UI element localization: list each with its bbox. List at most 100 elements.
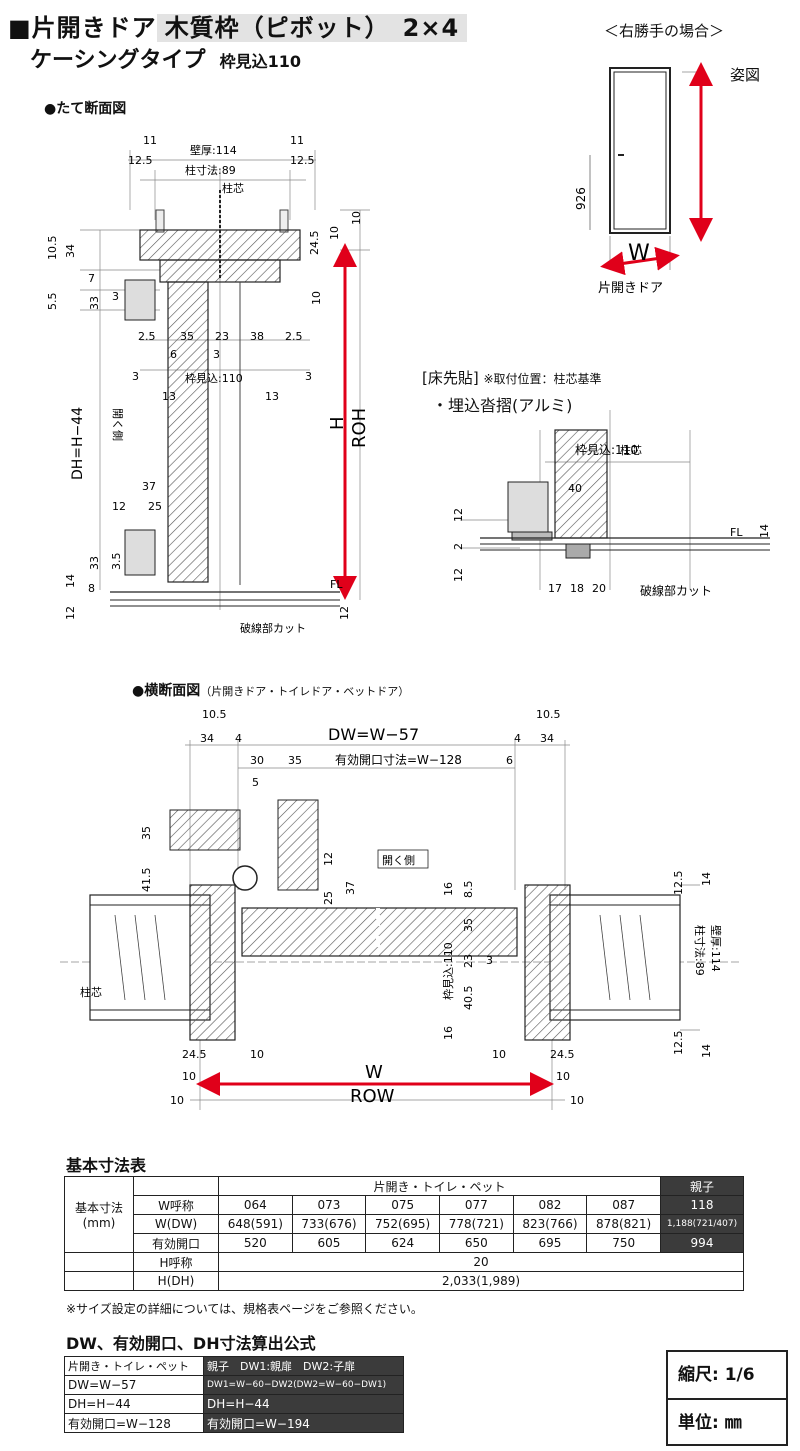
hs-dim: 8.5 — [462, 881, 475, 899]
vs-dim: 12.5 — [290, 154, 315, 167]
floor-fl: FL — [730, 526, 743, 539]
vs-dim: 24.5 — [308, 231, 321, 256]
hs-dim: 4 — [514, 732, 521, 745]
table-row: W呼称 064 073 075 077 082 087 118 — [65, 1195, 744, 1215]
vs-depth: 枠見込:110 — [185, 371, 243, 385]
title-frame: 木質枠（ピボット） 2×4 — [156, 14, 468, 42]
vs-dim: 13 — [265, 390, 279, 403]
spec-table-title: 基本寸法表 — [66, 1156, 147, 1175]
vs-dim: 38 — [250, 330, 264, 343]
vs-open-side: 開く側 — [111, 408, 124, 441]
figure-dim: 926 — [574, 187, 588, 210]
floor-dim: 12 — [452, 508, 465, 522]
vs-dim: 12 — [112, 500, 126, 513]
spec-parent: 親子 — [660, 1176, 744, 1196]
vs-dim: 3 — [305, 370, 312, 383]
vertical-section-title: ●たて断面図 — [44, 101, 127, 117]
hs-dim: 37 — [344, 881, 357, 895]
vs-dim: 2.5 — [285, 330, 303, 343]
vs-dim: 23 — [215, 330, 229, 343]
vs-dim: 13 — [162, 390, 176, 403]
vs-dim: 7 — [88, 272, 95, 285]
vs-dim: 12.5 — [128, 154, 153, 167]
vs-cut: 破線部カット — [240, 621, 306, 635]
title-prefix: ■片開きドア — [8, 14, 157, 42]
figure-caption: 片開きドア — [598, 281, 663, 296]
floor-detail-title: [床先貼] ※取付位置：柱芯基準 — [422, 367, 602, 388]
floor-center: 柱芯 — [620, 443, 642, 457]
vs-center: 柱芯 — [222, 181, 244, 195]
spec-table: 基本寸法(mm) 片開き・トイレ・ペット 親子 W呼称 064 073 075 … — [64, 1176, 744, 1291]
table-row: H呼称 20 — [64, 1252, 744, 1272]
vs-dim: 33 — [88, 556, 101, 570]
vs-dim: 25 — [148, 500, 162, 513]
subtitle-depth: 枠見込110 — [219, 52, 301, 71]
floor-dim: 18 — [570, 582, 584, 595]
floor-title: [床先貼] — [422, 369, 479, 387]
formula-title: DW、有効開口、DH寸法算出公式 — [66, 1334, 316, 1353]
floor-detail-drawing: 柱芯 枠見込:110 FL 破線部カット 40 12 2 12 14 17 18… — [452, 410, 771, 598]
hs-title: ●横断面図 — [132, 683, 201, 699]
hs-dim: 14 — [700, 1044, 713, 1058]
hs-dim: 5 — [252, 776, 259, 789]
table-row: H(DH) 2,033(1,989) — [64, 1271, 744, 1291]
page-title: ■片開きドア木質枠（ピボット） 2×4 — [8, 8, 468, 43]
hs-dim: 12 — [322, 852, 335, 866]
vs-dim: 3 — [132, 370, 139, 383]
hs-dim: 34 — [540, 732, 554, 745]
hs-dim: 10 — [570, 1094, 584, 1107]
floor-depth: 枠見込:110 — [575, 443, 638, 457]
figure-label: 姿図 — [730, 66, 761, 84]
floor-dim: 40 — [568, 482, 582, 495]
scale-unit: 単位: ㎜ — [678, 1413, 742, 1433]
hs-dim: 10 — [182, 1070, 196, 1083]
hs-dim: 35 — [288, 754, 302, 767]
horizontal-section-drawing: DW=W−57 有効開口寸法=W−128 開く側 柱芯 枠見込:110 柱寸法:… — [60, 708, 740, 1110]
table-row: W(DW) 648(591) 733(676) 752(695) 778(721… — [65, 1214, 744, 1234]
hs-dim: 24.5 — [182, 1048, 207, 1061]
hs-dim: 10 — [492, 1048, 506, 1061]
page-subtitle: ケーシングタイプ枠見込110 — [30, 42, 301, 74]
hs-dim: 35 — [462, 918, 475, 932]
vs-wall: 壁厚:114 — [190, 143, 237, 157]
table-row: DH=H−44 DH=H−44 — [64, 1394, 404, 1414]
hs-opening: 有効開口寸法=W−128 — [335, 752, 462, 767]
hs-subtitle: （片開きドア・トイレドア・ベットドア） — [200, 685, 410, 698]
hs-depth: 枠見込:110 — [441, 942, 455, 1000]
vs-dim: 10 — [328, 226, 341, 240]
hs-center: 柱芯 — [80, 985, 102, 999]
figure-w: W — [628, 241, 650, 266]
hs-dim: 12.5 — [672, 1031, 685, 1056]
floor-dim: 20 — [592, 582, 606, 595]
vs-dim: 2.5 — [138, 330, 156, 343]
hs-dim: 4 — [235, 732, 242, 745]
floor-dim: 14 — [758, 524, 771, 538]
formula-table: 片開き・トイレ・ペット 親子 DW1:親扉 DW2:子扉 DW=W−57 DW1… — [64, 1356, 404, 1433]
floor-cut: 破線部カット — [640, 583, 712, 598]
hs-dw: DW=W−57 — [328, 725, 419, 744]
hs-open-side: 開く側 — [382, 854, 415, 867]
table-row: 有効開口 520 605 624 650 695 750 994 — [65, 1233, 744, 1253]
table-row: 有効開口=W−128 有効開口=W−194 — [64, 1413, 404, 1433]
hs-dim: 10.5 — [536, 708, 561, 721]
horizontal-section-title: ●横断面図（片開きドア・トイレドア・ベットドア） — [132, 680, 409, 700]
vs-dim: 34 — [64, 244, 77, 258]
floor-dim: 12 — [452, 568, 465, 582]
vs-roh: ROH — [349, 408, 370, 448]
hs-w: W — [365, 1062, 383, 1083]
spec-side-label: 基本寸法(mm) — [64, 1176, 134, 1253]
vs-h: H — [327, 416, 348, 430]
hs-dim: 12.5 — [672, 871, 685, 896]
vertical-section-drawing: 壁厚:114 柱寸法:89 柱芯 枠見込:110 FL 破線部カット 開く側 D… — [46, 134, 370, 635]
scale-box: 縮尺: 1/6 単位: ㎜ — [666, 1350, 788, 1446]
hs-dim: 24.5 — [550, 1048, 575, 1061]
hs-dim: 10.5 — [202, 708, 227, 721]
vs-dim: 10.5 — [46, 236, 59, 261]
vs-dim: 12 — [338, 606, 351, 620]
floor-detail-sub: ・埋込沓摺(アルミ) — [432, 396, 573, 415]
table-row: 片開き・トイレ・ペット 親子 DW1:親扉 DW2:子扉 — [64, 1356, 404, 1376]
hs-dim: 10 — [556, 1070, 570, 1083]
hs-dim: 16 — [442, 882, 455, 896]
vs-dh: DH=H−44 — [70, 407, 86, 480]
vs-dim: 10 — [350, 211, 363, 225]
